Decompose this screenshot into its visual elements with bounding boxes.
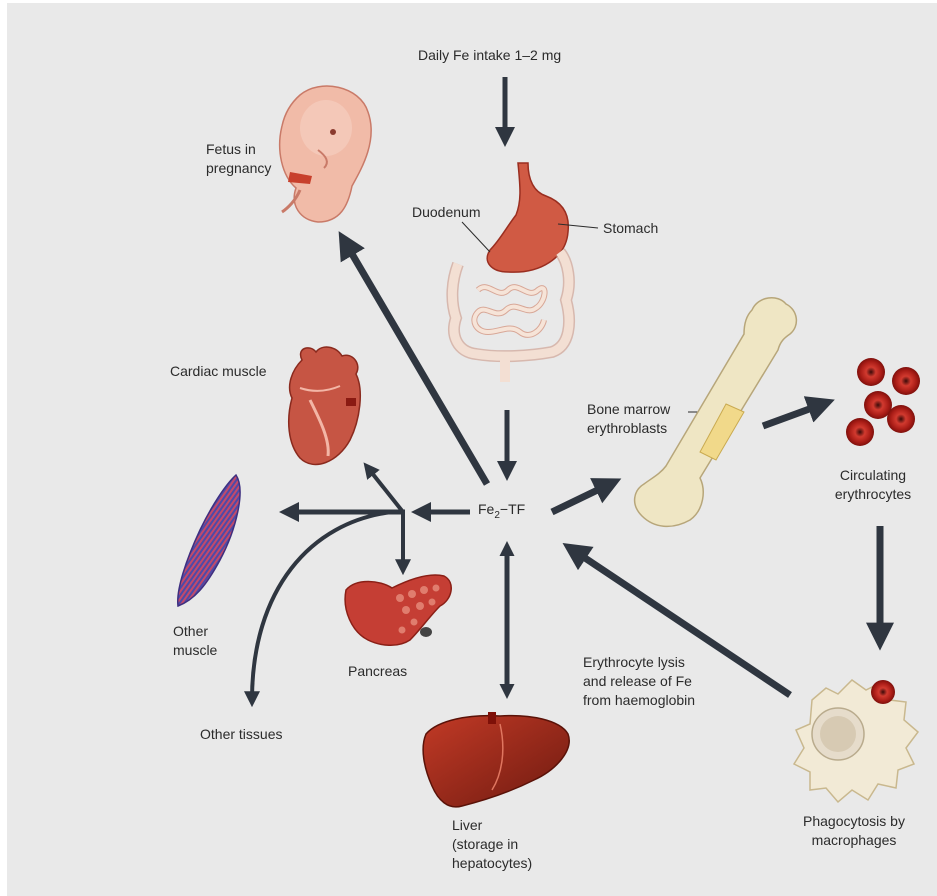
- liver-illustration: [423, 712, 569, 807]
- pancreas-illustration: [345, 575, 451, 645]
- intake-label: Daily Fe intake 1–2 mg: [418, 46, 561, 65]
- stomach-label: Stomach: [603, 219, 658, 238]
- phagocytosis-label: Phagocytosis by macrophages: [784, 812, 924, 850]
- lysis-label: Erythrocyte lysis and release of Fe from…: [583, 653, 695, 710]
- macrophage-illustration: [794, 680, 918, 802]
- erythrocytes-illustration: [846, 358, 920, 446]
- rbc: [846, 418, 874, 446]
- bone-marrow-label: Bone marrow erythroblasts: [587, 400, 670, 438]
- fetus-label: Fetus in pregnancy: [206, 140, 271, 178]
- muscle-illustration: [178, 475, 240, 606]
- other-muscle-label: Other muscle: [173, 622, 217, 660]
- rbc: [892, 367, 920, 395]
- cardiac-muscle-label: Cardiac muscle: [170, 362, 266, 381]
- fetf-to-bone-arrow: [552, 484, 610, 512]
- heart-illustration: [289, 347, 361, 464]
- branch-to-cardiac-arrow: [368, 468, 403, 512]
- rbc: [857, 358, 885, 386]
- fe-symbol: Fe: [478, 501, 494, 517]
- rbc: [871, 680, 895, 704]
- fetus-illustration: [280, 86, 371, 222]
- other-tissues-label: Other tissues: [200, 725, 282, 744]
- circulating-erythrocytes-label: Circulating erythrocytes: [818, 466, 928, 504]
- fe-tf-label: Fe2−TF: [478, 501, 525, 521]
- duodenum-label: Duodenum: [412, 203, 481, 222]
- rbc: [887, 405, 915, 433]
- bone-to-rbc-arrow: [763, 404, 823, 426]
- fetf-to-fetus-arrow: [345, 242, 487, 484]
- pancreas-label: Pancreas: [348, 662, 407, 681]
- tf-symbol: −TF: [500, 501, 525, 517]
- liver-label: Liver (storage in hepatocytes): [452, 816, 532, 873]
